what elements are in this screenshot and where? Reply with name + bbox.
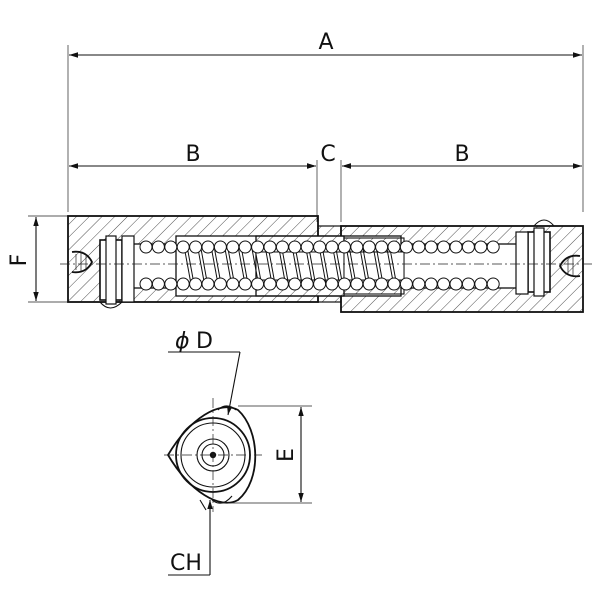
section-view: [60, 215, 592, 313]
ball: [139, 277, 153, 291]
ball: [251, 277, 265, 291]
ball: [486, 277, 500, 291]
ball: [151, 240, 165, 254]
spring-coil: [210, 245, 219, 285]
ball: [300, 240, 314, 254]
dimension-label-e: E: [274, 448, 299, 462]
ball: [251, 240, 265, 254]
spring-coil: [200, 245, 208, 285]
ball: [263, 240, 277, 254]
ball: [387, 240, 401, 254]
dimension-a: A: [67, 30, 584, 212]
dimension-label-a: A: [318, 30, 333, 55]
spring-coil: [335, 245, 343, 285]
dimension-label-b-left: B: [185, 142, 200, 167]
ball: [362, 277, 376, 291]
spring-coil: [186, 245, 195, 285]
ball: [275, 240, 289, 254]
ball: [437, 277, 451, 291]
ball: [176, 277, 190, 291]
ball: [288, 277, 302, 291]
dimension-label-ch: CH: [170, 551, 202, 576]
ball: [474, 277, 488, 291]
ball: [263, 277, 277, 291]
ball: [375, 277, 389, 291]
ball: [238, 277, 252, 291]
ball: [387, 277, 401, 291]
ball: [226, 277, 240, 291]
dimension-c: C: [298, 142, 360, 222]
ball: [201, 240, 215, 254]
ball: [350, 277, 364, 291]
ball: [189, 277, 203, 291]
ball: [176, 240, 190, 254]
spring-coils: [183, 245, 397, 285]
ball: [189, 240, 203, 254]
ball: [375, 240, 389, 254]
spring-coil: [386, 245, 394, 285]
end-view: ϕ D E CH: [164, 329, 312, 576]
diameter-label: ϕ D: [175, 329, 213, 354]
ball: [275, 277, 289, 291]
ball: [362, 240, 376, 254]
ball: [399, 277, 413, 291]
ball: [474, 240, 488, 254]
ball: [313, 277, 327, 291]
ball: [337, 277, 351, 291]
ball: [399, 240, 413, 254]
ball: [437, 240, 451, 254]
spring-coil: [224, 245, 232, 285]
ball: [412, 277, 426, 291]
ball: [201, 277, 215, 291]
spring-coil: [372, 245, 381, 285]
dimension-label-b-right: B: [454, 142, 469, 167]
ball: [350, 240, 364, 254]
dimension-f: F: [7, 215, 68, 303]
spring-coil: [348, 245, 357, 285]
ball: [412, 240, 426, 254]
ball: [325, 240, 339, 254]
ball: [213, 240, 227, 254]
dimension-label-d: D: [196, 329, 213, 354]
ball: [337, 240, 351, 254]
dimension-label-f: F: [7, 254, 32, 267]
ball: [139, 240, 153, 254]
spring-coil: [359, 245, 367, 285]
dimension-b-left: B: [69, 142, 318, 222]
ball: [238, 240, 252, 254]
ball-row: [139, 240, 500, 291]
ball: [151, 277, 165, 291]
dimension-label-c: C: [320, 142, 335, 167]
ball: [325, 277, 339, 291]
ball: [449, 277, 463, 291]
ball: [164, 277, 178, 291]
ball: [449, 240, 463, 254]
ball: [461, 240, 475, 254]
ball: [300, 277, 314, 291]
ball: [461, 277, 475, 291]
ball: [486, 240, 500, 254]
ball: [288, 240, 302, 254]
diameter-symbol: ϕ: [175, 329, 190, 354]
dimension-b-right: B: [342, 142, 582, 169]
ball: [226, 240, 240, 254]
ball: [424, 277, 438, 291]
ball: [164, 240, 178, 254]
ball: [313, 240, 327, 254]
ball: [424, 240, 438, 254]
ball: [213, 277, 227, 291]
